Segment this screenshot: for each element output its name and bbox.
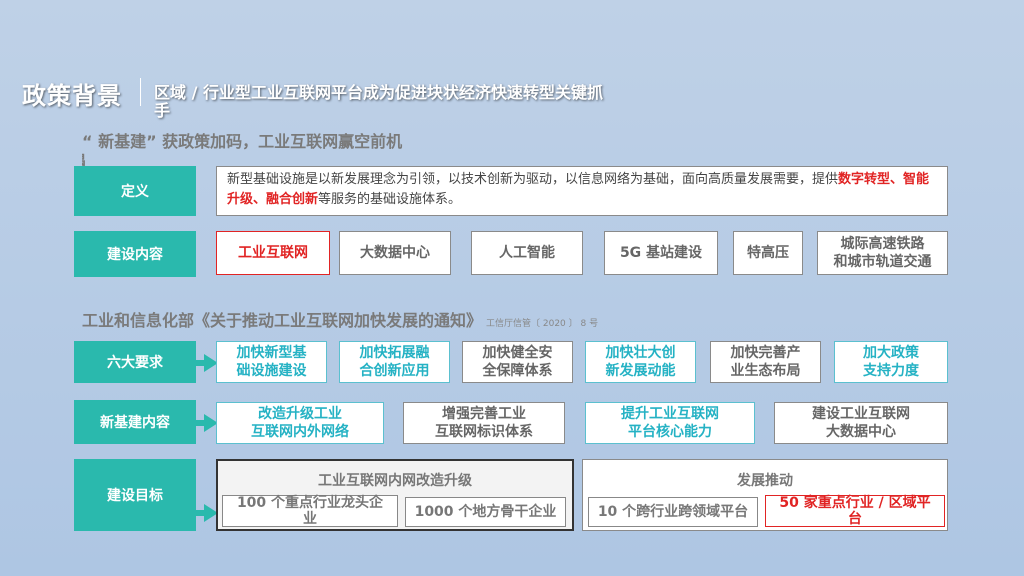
- new-infra-arrow-stem: [192, 420, 206, 426]
- construction-item-rail-line1: 城际高速铁路: [840, 236, 925, 252]
- page-subtitle-line1: 区域 / 行业型工业互联网平台成为促进块状经济快速转型关键抓: [154, 83, 603, 102]
- six-requirements-label: 六大要求: [74, 341, 196, 383]
- goal-item-1000-enterprises: 1000 个地方骨干企业: [405, 497, 566, 527]
- new-infra-label: 新基建内容: [74, 400, 196, 444]
- goal-arrow-stem: [192, 510, 206, 516]
- definition-text: 新型基础设施是以新发展理念为引领，以技术创新为驱动，以信息网络为基础，面向高质量…: [216, 166, 948, 216]
- section2-heading-text: 工业和信息化部《关于推动工业互联网加快发展的通知》: [82, 311, 483, 330]
- new-infra-item-identifier-line2: 互联网标识体系: [435, 424, 533, 440]
- new-infra-item-network-line2: 互联网内外网络: [251, 424, 349, 440]
- construction-item-rail: 城际高速铁路 和城市轨道交通: [817, 231, 948, 275]
- section1-heading: “ 新基建” 获政策加码，工业互联网赢空前机 遇: [82, 132, 502, 172]
- goal-item-50-platforms: 50 家重点行业 / 区域平 台: [765, 495, 945, 527]
- new-infra-item-data-center: 建设工业互联网 大数据中心: [774, 402, 948, 444]
- section1-heading-line2: 遇: [82, 152, 502, 172]
- six-item-policy-support-line1: 加大政策: [863, 345, 919, 361]
- goal-arrow-icon: [204, 504, 218, 522]
- construction-item-uhv: 特高压: [733, 231, 803, 275]
- section2-heading: 工业和信息化部《关于推动工业互联网加快发展的通知》工信厅信管〔 2020 〕 8…: [82, 307, 722, 331]
- goal-item-50-platforms-line1: 50 家重点行业 / 区域平: [779, 495, 931, 511]
- goal-label: 建设目标: [74, 459, 196, 531]
- construction-item-industrial-internet: 工业互联网: [216, 231, 330, 275]
- construction-item-big-data-center: 大数据中心: [339, 231, 451, 275]
- definition-label: 定义: [74, 166, 196, 216]
- goal-item-10-platforms: 10 个跨行业跨领域平台: [588, 497, 758, 527]
- six-item-ecosystem: 加快完善产 业生态布局: [710, 341, 821, 383]
- section1-heading-line1: “ 新基建” 获政策加码，工业互联网赢空前机: [82, 132, 403, 151]
- definition-text-b: 等服务的基础设施体系。: [318, 192, 462, 207]
- six-item-momentum-line2: 新发展动能: [605, 363, 676, 379]
- six-arrow-stem: [192, 360, 206, 366]
- definition-highlight: 数字转型、智能升级、融合创新: [227, 172, 930, 207]
- six-item-policy-support-line2: 支持力度: [863, 363, 919, 379]
- six-item-innovation-apps-line1: 加快拓展融: [359, 345, 430, 361]
- six-item-ecosystem-line2: 业生态布局: [730, 363, 801, 379]
- section2-heading-note: 工信厅信管〔 2020 〕 8 号: [486, 319, 599, 329]
- title-divider: [140, 78, 141, 106]
- six-item-security: 加快健全安 全保障体系: [462, 341, 573, 383]
- goal-item-50-platforms-line2: 台: [848, 511, 862, 527]
- six-item-infrastructure-line1: 加快新型基: [236, 345, 307, 361]
- goal-group-intranet-title: 工业互联网内网改造升级: [318, 473, 472, 489]
- six-item-policy-support: 加大政策 支持力度: [834, 341, 948, 383]
- goal-item-100-leaders-line2: 业: [303, 511, 317, 527]
- page-subtitle-line2: 手: [154, 101, 171, 120]
- six-item-infrastructure-line2: 础设施建设: [236, 363, 307, 379]
- new-infra-item-data-center-line1: 建设工业互联网: [812, 406, 910, 422]
- new-infra-item-network: 改造升级工业 互联网内外网络: [216, 402, 384, 444]
- definition-text-a: 新型基础设施是以新发展理念为引领，以技术创新为驱动，以信息网络为基础，面向高质量…: [227, 172, 839, 187]
- six-item-innovation-apps-line2: 合创新应用: [359, 363, 430, 379]
- new-infra-arrow-icon: [204, 414, 218, 432]
- goal-item-100-leaders: 100 个重点行业龙头企 业: [222, 495, 398, 527]
- new-infra-item-identifier-line1: 增强完善工业: [442, 406, 526, 422]
- six-item-momentum: 加快壮大创 新发展动能: [585, 341, 696, 383]
- six-item-ecosystem-line1: 加快完善产: [730, 345, 801, 361]
- new-infra-item-platform-line1: 提升工业互联网: [621, 406, 719, 422]
- goal-item-100-leaders-line1: 100 个重点行业龙头企: [236, 495, 384, 511]
- six-item-security-line1: 加快健全安: [482, 345, 553, 361]
- new-infra-item-platform-line2: 平台核心能力: [628, 424, 712, 440]
- six-item-innovation-apps: 加快拓展融 合创新应用: [339, 341, 450, 383]
- page-subtitle: 区域 / 行业型工业互联网平台成为促进块状经济快速转型关键抓 手: [154, 84, 714, 120]
- six-item-security-line2: 全保障体系: [482, 363, 553, 379]
- construction-label: 建设内容: [74, 231, 196, 277]
- construction-item-5g: 5G 基站建设: [604, 231, 718, 275]
- new-infra-item-network-line1: 改造升级工业: [258, 406, 342, 422]
- new-infra-item-platform: 提升工业互联网 平台核心能力: [585, 402, 755, 444]
- six-arrow-icon: [204, 354, 218, 372]
- new-infra-item-identifier: 增强完善工业 互联网标识体系: [403, 402, 565, 444]
- construction-item-rail-line2: 和城市轨道交通: [833, 254, 932, 270]
- six-item-momentum-line1: 加快壮大创: [605, 345, 676, 361]
- six-item-infrastructure: 加快新型基 础设施建设: [216, 341, 327, 383]
- page-title: 政策背景: [22, 82, 122, 110]
- goal-group-development-title: 发展推动: [737, 473, 793, 489]
- new-infra-item-data-center-line2: 大数据中心: [826, 424, 896, 440]
- construction-item-ai: 人工智能: [471, 231, 583, 275]
